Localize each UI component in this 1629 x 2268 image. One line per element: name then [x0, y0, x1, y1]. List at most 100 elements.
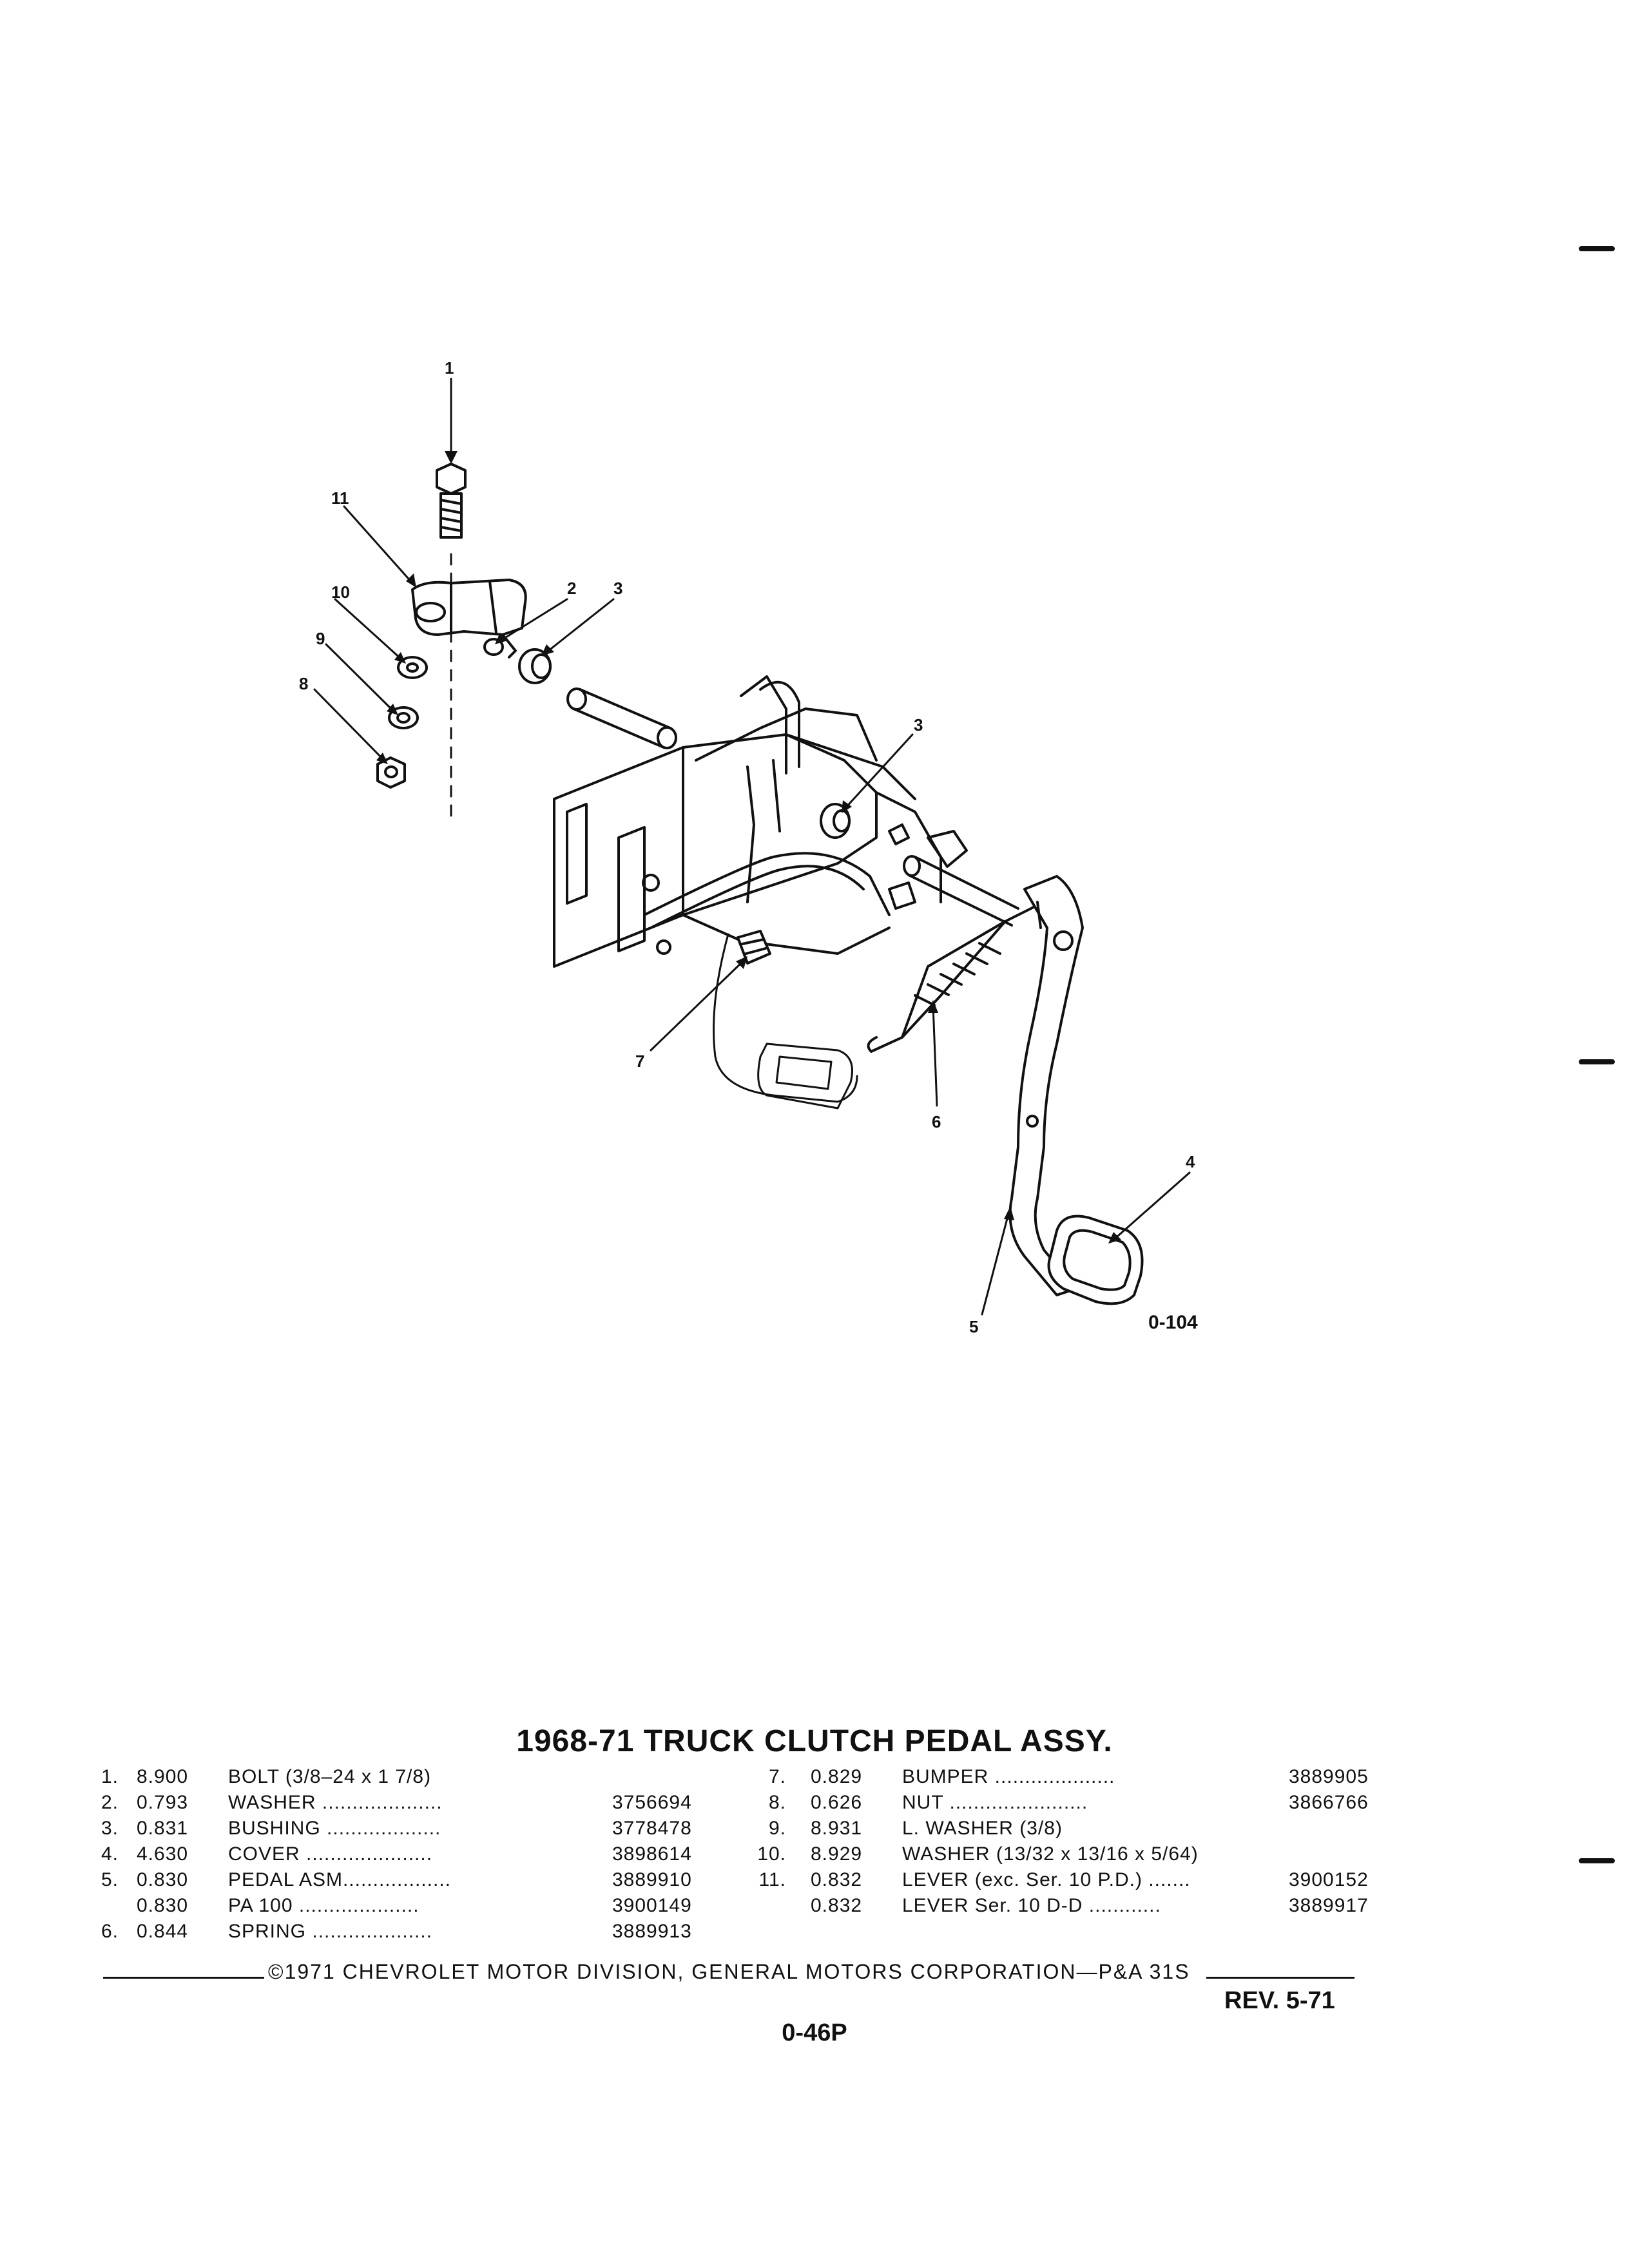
group-number: 4.630	[137, 1843, 189, 1865]
brake-pedal-outline	[713, 933, 858, 1110]
part-number-index: 8.	[768, 1792, 786, 1813]
figure-id: 0-104	[1148, 1312, 1198, 1333]
callout-4: 4	[1186, 1152, 1195, 1171]
part-number-index: 6.	[101, 1921, 119, 1942]
part-number: 3889913	[612, 1921, 692, 1942]
group-number: 8.929	[811, 1843, 863, 1865]
parts-row: 1. 8.900 BOLT (3/8–24 x 1 7/8)	[90, 1764, 735, 1790]
part-number: 3889905	[1289, 1766, 1369, 1787]
parts-row: 9. 8.931 L. WASHER (3/8)	[747, 1816, 1398, 1841]
callout-5: 5	[969, 1317, 978, 1336]
part-description: PA 100 ....................	[228, 1895, 419, 1916]
part-number-index: 5.	[101, 1869, 119, 1890]
part-number: 3898614	[612, 1843, 692, 1865]
group-number: 0.832	[811, 1895, 863, 1916]
parts-row: 6. 0.844 SPRING .................... 388991…	[90, 1919, 735, 1945]
part-number: 3756694	[612, 1792, 692, 1813]
parts-row: 8. 0.626 NUT ....................... 386676…	[747, 1790, 1398, 1816]
callout-2: 2	[567, 579, 576, 598]
part-description: L. WASHER (3/8)	[902, 1818, 1063, 1839]
part-number-index: 1.	[101, 1766, 119, 1787]
parts-row: 3. 0.831 BUSHING ................... 377847…	[90, 1816, 735, 1841]
part-number-index: 9.	[768, 1818, 786, 1839]
part-number: 3900149	[612, 1895, 692, 1916]
part-number: 3889917	[1289, 1895, 1369, 1916]
bumper-part-7	[737, 930, 771, 965]
callout-1: 1	[445, 358, 454, 378]
spring-part-6	[867, 891, 1041, 1053]
margin-tick	[1579, 246, 1615, 251]
margin-tick	[1579, 1059, 1615, 1064]
clutch-pedal-arm-part-5	[1008, 875, 1084, 1296]
clutch-pedal-exploded-diagram: 1 2 3 3 4 5 6 7 8 9 10 11 0-104	[299, 358, 1198, 1336]
parts-row: 0.832 LEVER Ser. 10 D-D ............ 38899…	[747, 1893, 1398, 1919]
group-number: 0.844	[137, 1921, 189, 1942]
part-description: SPRING ....................	[228, 1921, 433, 1942]
bolt-part-1	[436, 463, 467, 539]
pedal-support-bracket	[553, 675, 968, 968]
group-number: 0.626	[811, 1792, 863, 1813]
lock-washer-part-9	[388, 706, 419, 729]
part-description: NUT .......................	[902, 1792, 1088, 1813]
part-description: PEDAL ASM..................	[228, 1869, 451, 1890]
leader-lines	[313, 378, 1191, 1316]
callout-7: 7	[635, 1052, 644, 1071]
callout-3-upper: 3	[613, 579, 622, 598]
revision-label: REV. 5-71	[1224, 1987, 1335, 2014]
callout-3-lower: 3	[914, 715, 923, 735]
group-number: 0.793	[137, 1792, 189, 1813]
parts-list-right: 7. 0.829 BUMPER .................... 388990…	[747, 1764, 1398, 1919]
parts-row: 7. 0.829 BUMPER .................... 388990…	[747, 1764, 1398, 1790]
part-number: 3889910	[612, 1869, 692, 1890]
bushing-part-3-upper	[518, 648, 552, 684]
part-description: WASHER (13/32 x 13/16 x 5/64)	[902, 1843, 1199, 1865]
parts-list-left: 1. 8.900 BOLT (3/8–24 x 1 7/8) 2. 0.793 WASHE…	[90, 1764, 735, 1945]
lever-part-11	[411, 579, 527, 658]
parts-row: 5. 0.830 PEDAL ASM.................. 388991…	[90, 1867, 735, 1893]
part-description: BOLT (3/8–24 x 1 7/8)	[228, 1766, 432, 1787]
group-number: 0.829	[811, 1766, 863, 1787]
callout-11: 11	[331, 488, 349, 508]
parts-row: 0.830 PA 100 .................... 3900149	[90, 1893, 735, 1919]
part-number-index: 7.	[768, 1766, 786, 1787]
callout-9: 9	[316, 629, 325, 648]
part-number: 3866766	[1289, 1792, 1369, 1813]
group-number: 8.931	[811, 1818, 863, 1839]
part-description: WASHER ....................	[228, 1792, 443, 1813]
footer-rule-right	[1206, 1977, 1354, 1979]
group-number: 0.832	[811, 1869, 863, 1890]
pedal-shaft	[903, 855, 1019, 927]
group-number: 0.830	[137, 1869, 189, 1890]
nut-part-8	[376, 756, 406, 789]
footer-rule-left	[103, 1977, 264, 1979]
page-title: 1968-71 TRUCK CLUTCH PEDAL ASSY.	[516, 1724, 1113, 1758]
part-description: COVER .....................	[228, 1843, 433, 1865]
part-number-index: 3.	[101, 1818, 119, 1839]
part-number: 3900152	[1289, 1869, 1369, 1890]
copyright-footer: ©1971 CHEVROLET MOTOR DIVISION, GENERAL …	[268, 1960, 1190, 1983]
parts-row: 2. 0.793 WASHER .................... 375669…	[90, 1790, 735, 1816]
margin-tick	[1579, 1858, 1615, 1863]
parts-row: 11. 0.832 LEVER (exc. Ser. 10 P.D.) ......…	[747, 1867, 1398, 1893]
page-number: 0-46P	[782, 2019, 847, 2046]
parts-row: 10. 8.929 WASHER (13/32 x 13/16 x 5/64)	[747, 1841, 1398, 1867]
part-description: LEVER (exc. Ser. 10 P.D.) .......	[902, 1869, 1191, 1890]
part-number-index: 2.	[101, 1792, 119, 1813]
group-number: 0.830	[137, 1895, 189, 1916]
part-description: BUSHING ...................	[228, 1818, 441, 1839]
callout-6: 6	[932, 1112, 941, 1131]
part-number-index: 4.	[101, 1843, 119, 1865]
parts-row: 4. 4.630 COVER ..................... 389861…	[90, 1841, 735, 1867]
callout-10: 10	[331, 582, 350, 602]
part-description: LEVER Ser. 10 D-D ............	[902, 1895, 1161, 1916]
part-number-index: 11.	[758, 1869, 786, 1890]
group-number: 0.831	[137, 1818, 189, 1839]
part-description: BUMPER ....................	[902, 1766, 1115, 1787]
pivot-shaft	[566, 687, 677, 749]
callout-8: 8	[299, 674, 308, 693]
part-number-index: 10.	[757, 1843, 786, 1865]
arrowheads	[376, 451, 1121, 1244]
part-number: 3778478	[612, 1818, 692, 1839]
group-number: 8.900	[137, 1766, 189, 1787]
